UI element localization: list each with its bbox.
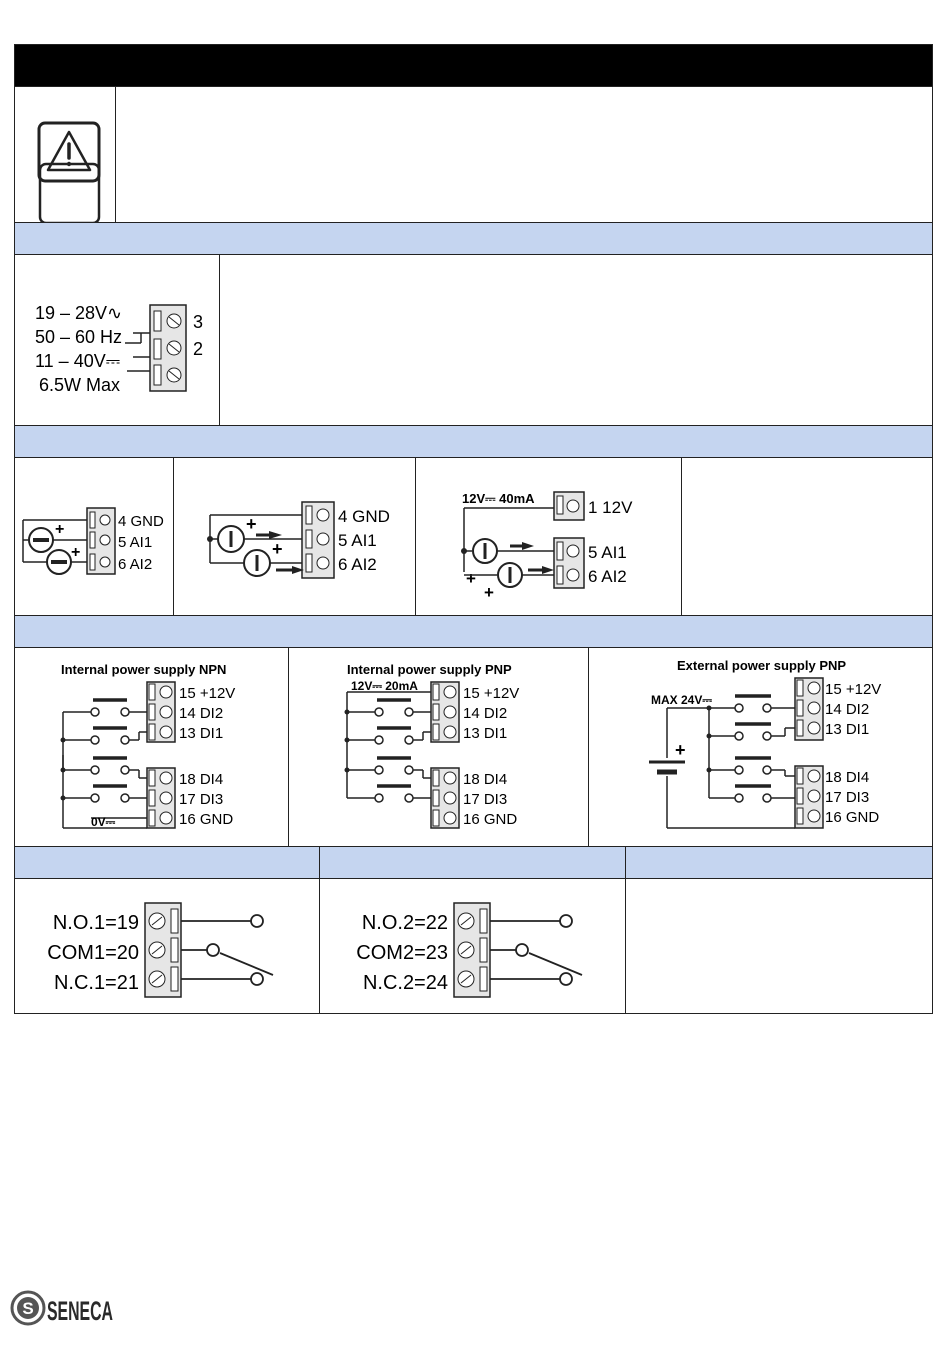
active-ai1: 5 AI1 [338,531,377,550]
active-ai2: 6 AI2 [338,555,377,574]
npn-t17: 17 DI3 [179,791,223,808]
pnp-ext-title: External power supply PNP [677,658,846,673]
analog-passive-diagram: 4 GND 5 AI1 6 AI2 + + [22,507,164,575]
brand-name: SENECA [47,1296,113,1326]
svg-text:S: S [22,1299,33,1318]
svg-text:+: + [272,539,283,559]
pnp-ext-t13: 13 DI1 [825,721,869,738]
active-gnd: 4 GND [338,507,390,526]
pnp-int-supply-label: 12V⎓ 20mA [351,679,418,693]
warning-row [15,86,932,222]
digital-pnp-internal-diagram: Internal power supply PNP 12V⎓ 20mA 15 +… [344,662,519,829]
pnp-ext-t15: 15 +12V [825,681,881,698]
digital-pnp-internal-cell: Internal power supply PNP 12V⎓ 20mA 15 +… [288,648,588,846]
spec-ac-voltage: 19 – 28V∿ [35,303,122,323]
relay2-no: N.O.2=22 [362,912,448,934]
digital-pnp-external-cell: External power supply PNP MAX 24V⎓ 15 +1… [588,648,932,846]
pnp-int-t15: 15 +12V [463,685,519,702]
relay-text-cell [625,879,932,1013]
analog-active-diagram: 4 GND 5 AI1 6 AI2 + + [207,501,390,579]
section-bar-analog [15,425,932,457]
pnp-ext-t17: 17 DI3 [825,789,869,806]
caution-icon [37,121,101,183]
npn-t13: 13 DI1 [179,725,223,742]
loop-supply-terminal: 1 12V [588,498,633,517]
pnp-int-t13: 13 DI1 [463,725,507,742]
pnp-int-t14: 14 DI2 [463,705,507,722]
passive-ai2: 6 AI2 [118,556,152,573]
npn-t18: 18 DI4 [179,771,223,788]
svg-text:+: + [466,569,476,588]
relay1-nc: N.C.1=21 [54,972,139,994]
header-bar [15,45,932,86]
pnp-int-title: Internal power supply PNP [347,662,512,677]
power-terminal-3: 3 [193,312,203,332]
seneca-logo: S SENECA [10,1290,113,1326]
relay2-cell: N.O.2=22 COM2=23 N.C.2=24 [319,879,625,1013]
power-terminal-block [149,304,187,392]
analog-text-cell [681,458,932,615]
digital-npn-diagram: Internal power supply NPN 15 +12V 14 DI2… [60,662,235,829]
power-row: 19 – 28V∿ 50 – 60 Hz 11 – 40V⎓ 6.5W Max [15,254,932,425]
relay2-com: COM2=23 [356,942,448,964]
warning-text-cell [115,87,932,222]
wiring-sheet: 19 – 28V∿ 50 – 60 Hz 11 – 40V⎓ 6.5W Max [14,44,933,1014]
digital-row: Internal power supply NPN 15 +12V 14 DI2… [15,647,932,846]
power-text-cell [219,255,932,425]
pnp-int-t17: 17 DI3 [463,791,507,808]
relay1-no: N.O.1=19 [53,912,139,934]
svg-text:+: + [484,583,494,602]
power-diagram-cell: 19 – 28V∿ 50 – 60 Hz 11 – 40V⎓ 6.5W Max [15,255,219,425]
relay1-diagram: N.O.1=19 COM1=20 N.C.1=21 [47,902,274,998]
pnp-ext-t18: 18 DI4 [825,769,869,786]
npn-t16: 16 GND [179,811,233,828]
relay1-com: COM1=20 [47,942,139,964]
section-bar-digital [15,615,932,647]
analog-active-cell: 4 GND 5 AI1 6 AI2 + + [173,458,415,615]
spec-frequency: 50 – 60 Hz [35,327,122,347]
npn-zero-label: 0V⎓ [91,815,116,829]
section-bar-relays [15,846,932,878]
pnp-ext-t16: 16 GND [825,809,879,826]
analog-row: 4 GND 5 AI1 6 AI2 + + [15,457,932,615]
passive-ai1: 5 AI1 [118,534,152,551]
spec-power: 6.5W Max [39,375,120,395]
npn-t14: 14 DI2 [179,705,223,722]
loop-ai2: 6 AI2 [588,567,627,586]
section-bar-power [15,222,932,254]
power-terminal-2: 2 [193,339,203,359]
relay2-nc: N.C.2=24 [363,972,448,994]
digital-npn-cell: Internal power supply NPN 15 +12V 14 DI2… [15,648,288,846]
passive-gnd: 4 GND [118,513,164,530]
svg-text:+: + [71,544,80,561]
power-specs: 19 – 28V∿ 50 – 60 Hz 11 – 40V⎓ 6.5W Max [35,303,122,395]
analog-loop-cell: 12V⎓ 40mA 1 12V 5 AI1 6 AI2 [415,458,681,615]
pnp-ext-max-label: MAX 24V⎓ [651,693,712,707]
power-diagram: 19 – 28V∿ 50 – 60 Hz 11 – 40V⎓ 6.5W Max [35,303,203,395]
svg-text:+: + [675,740,686,760]
loop-ai1: 5 AI1 [588,543,627,562]
loop-supply-label: 12V⎓ 40mA [462,491,535,506]
digital-pnp-external-diagram: External power supply PNP MAX 24V⎓ 15 +1… [649,658,881,829]
spec-dc-voltage: 11 – 40V⎓ [35,351,120,371]
npn-t15: 15 +12V [179,685,235,702]
pnp-int-t18: 18 DI4 [463,771,507,788]
relay1-cell: N.O.1=19 COM1=20 N.C.1=21 [15,879,319,1013]
relay-row: N.O.1=19 COM1=20 N.C.1=21 [15,878,932,1013]
relay2-diagram: N.O.2=22 COM2=23 N.C.2=24 [356,902,583,998]
pnp-ext-t14: 14 DI2 [825,701,869,718]
analog-passive-cell: 4 GND 5 AI1 6 AI2 + + [15,458,173,615]
analog-loop-diagram: 12V⎓ 40mA 1 12V 5 AI1 6 AI2 [461,491,633,602]
pnp-int-t16: 16 GND [463,811,517,828]
svg-text:+: + [246,514,257,534]
svg-text:+: + [55,521,64,538]
npn-title: Internal power supply NPN [61,662,226,677]
